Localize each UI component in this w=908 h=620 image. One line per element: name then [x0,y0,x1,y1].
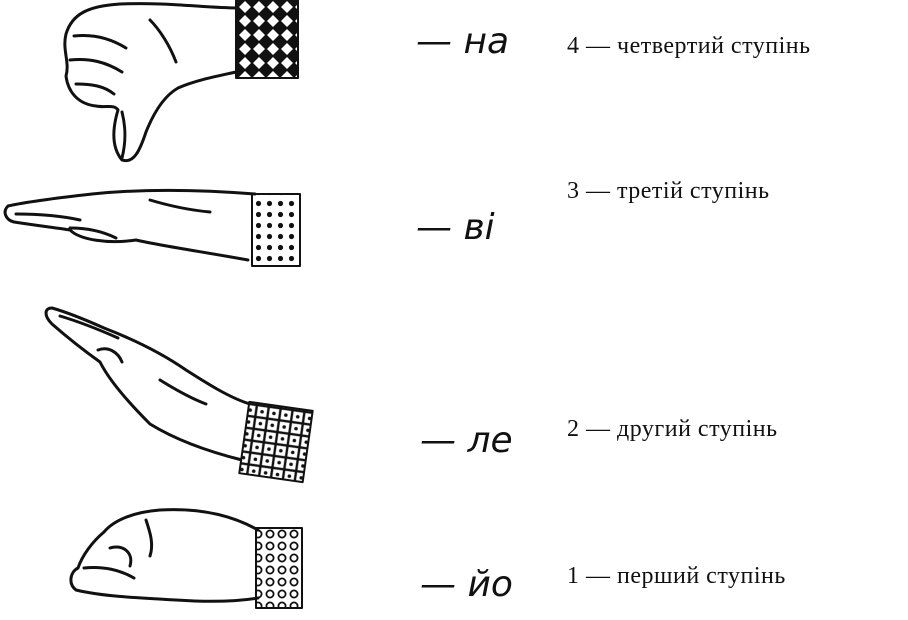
diagonal-hand [44,306,314,484]
horizontal-hand [3,188,301,267]
syllable-vi: — ві [416,207,495,248]
syllable-na: — на [416,21,510,62]
syllable-yo: — йо [420,564,513,605]
caption-degree-1: 1 — перший ступінь [567,563,786,589]
caption-degree-2: 2 — другий ступінь [567,416,778,442]
syllable-le: — ле [420,420,513,461]
caption-degree-3: 3 — третій ступінь [567,178,770,204]
caption-degree-4: 4 — четвертий ступінь [567,33,811,59]
fist-hand [69,508,303,609]
thumb-down-hand [63,0,299,163]
